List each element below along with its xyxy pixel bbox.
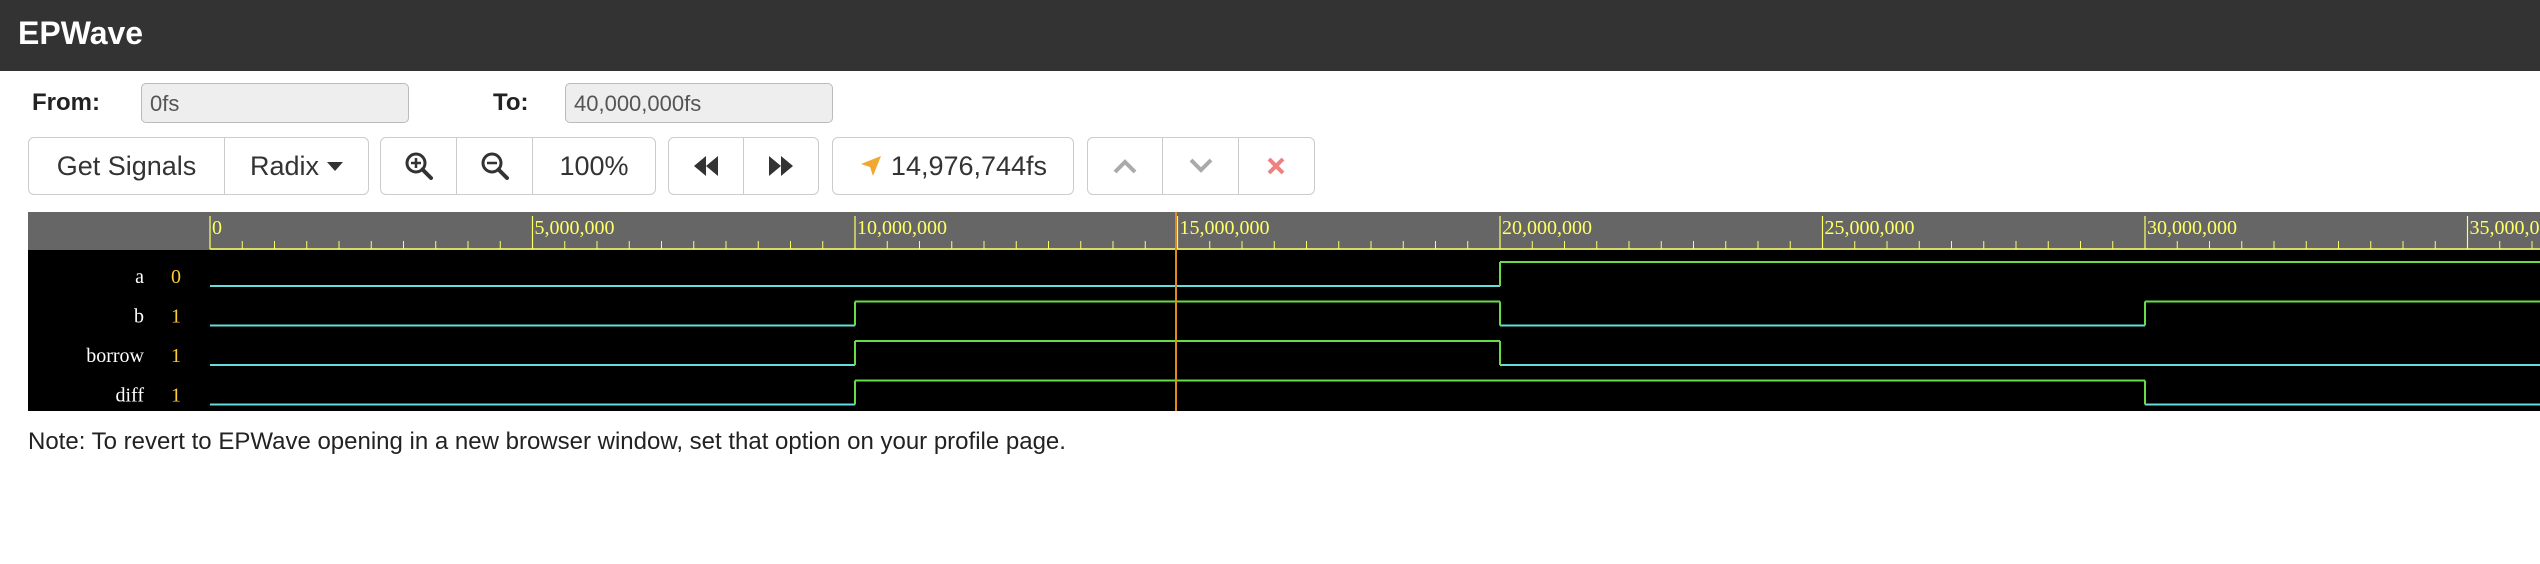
ruler-tick-label: 5,000,000 xyxy=(535,217,615,239)
signal-value: 0 xyxy=(171,266,181,288)
ruler-tick-label: 10,000,000 xyxy=(857,217,947,239)
cursor-time-value: 14,976,744fs xyxy=(890,150,1048,181)
close-icon xyxy=(1267,157,1285,175)
chevron-down-icon xyxy=(1189,158,1212,173)
signal-traces xyxy=(210,261,2540,406)
zoom-out-icon xyxy=(481,152,509,180)
caret-down-icon xyxy=(327,161,344,171)
marker-group xyxy=(1087,137,1315,195)
zoom-group: 100% xyxy=(380,137,656,195)
waveform-canvas[interactable]: 0 5,000,000 10,000,000 15,000,000 20,000,000… xyxy=(28,212,2540,411)
title-bar: EPWave xyxy=(0,0,2540,71)
signal-values: 0 1 1 1 xyxy=(171,266,181,407)
zoom-out-button[interactable] xyxy=(457,138,533,194)
ruler-ticks xyxy=(209,216,2540,250)
signal-value: 1 xyxy=(171,345,181,367)
zoom-in-icon xyxy=(405,152,433,180)
location-arrow-icon xyxy=(860,156,881,176)
signal-value: 1 xyxy=(171,306,181,328)
ruler-labels: 0 5,000,000 10,000,000 15,000,000 20,000,000… xyxy=(212,217,2540,239)
ruler-tick-label: 35,000,0 xyxy=(2470,217,2540,239)
cursor-time-group: 14,976,744fs xyxy=(832,137,1074,195)
ruler-tick-label: 15,000,000 xyxy=(1180,217,1270,239)
navigation-group xyxy=(668,137,819,195)
fast-backward-icon xyxy=(693,156,718,176)
to-field[interactable]: 40,000,000fs xyxy=(565,83,833,123)
zoom-level-button[interactable]: 100% xyxy=(559,150,629,181)
to-label: To: xyxy=(493,89,529,116)
zoom-in-button[interactable] xyxy=(381,138,457,194)
note-text: Note: To revert to EPWave opening in a n… xyxy=(28,428,1066,455)
ruler-tick-label: 20,000,000 xyxy=(1502,217,1592,239)
ruler-tick-label: 0 xyxy=(212,217,222,239)
remove-button[interactable] xyxy=(1239,138,1314,194)
step-forward-button[interactable] xyxy=(744,138,819,194)
signals-radix-group: Get Signals Radix xyxy=(28,137,369,195)
radix-label: Radix xyxy=(249,150,320,181)
signal-name[interactable]: b xyxy=(134,306,144,328)
from-field[interactable]: 0fs xyxy=(141,83,409,123)
waveform-viewer[interactable]: 0 5,000,000 10,000,000 15,000,000 20,000,000… xyxy=(28,212,2540,411)
from-label: From: xyxy=(32,89,100,116)
cursor-time-button[interactable]: 14,976,744fs xyxy=(833,138,1073,194)
signal-value: 1 xyxy=(171,385,181,407)
ruler-tick-label: 25,000,000 xyxy=(1825,217,1915,239)
signal-name[interactable]: diff xyxy=(115,385,144,407)
move-down-button[interactable] xyxy=(1163,138,1239,194)
signal-names: ab borrow diff xyxy=(86,266,144,407)
move-up-button[interactable] xyxy=(1088,138,1164,194)
radix-dropdown[interactable]: Radix xyxy=(225,138,368,194)
signal-name[interactable]: borrow xyxy=(86,345,144,367)
step-back-button[interactable] xyxy=(669,138,744,194)
ruler-tick-label: 30,000,000 xyxy=(2147,217,2237,239)
fast-forward-icon xyxy=(768,156,793,176)
app-title: EPWave xyxy=(18,15,144,51)
chevron-up-icon xyxy=(1113,159,1137,174)
get-signals-button[interactable]: Get Signals xyxy=(29,138,225,194)
timeline-ruler[interactable] xyxy=(28,212,2540,250)
signal-name[interactable]: a xyxy=(135,266,144,288)
